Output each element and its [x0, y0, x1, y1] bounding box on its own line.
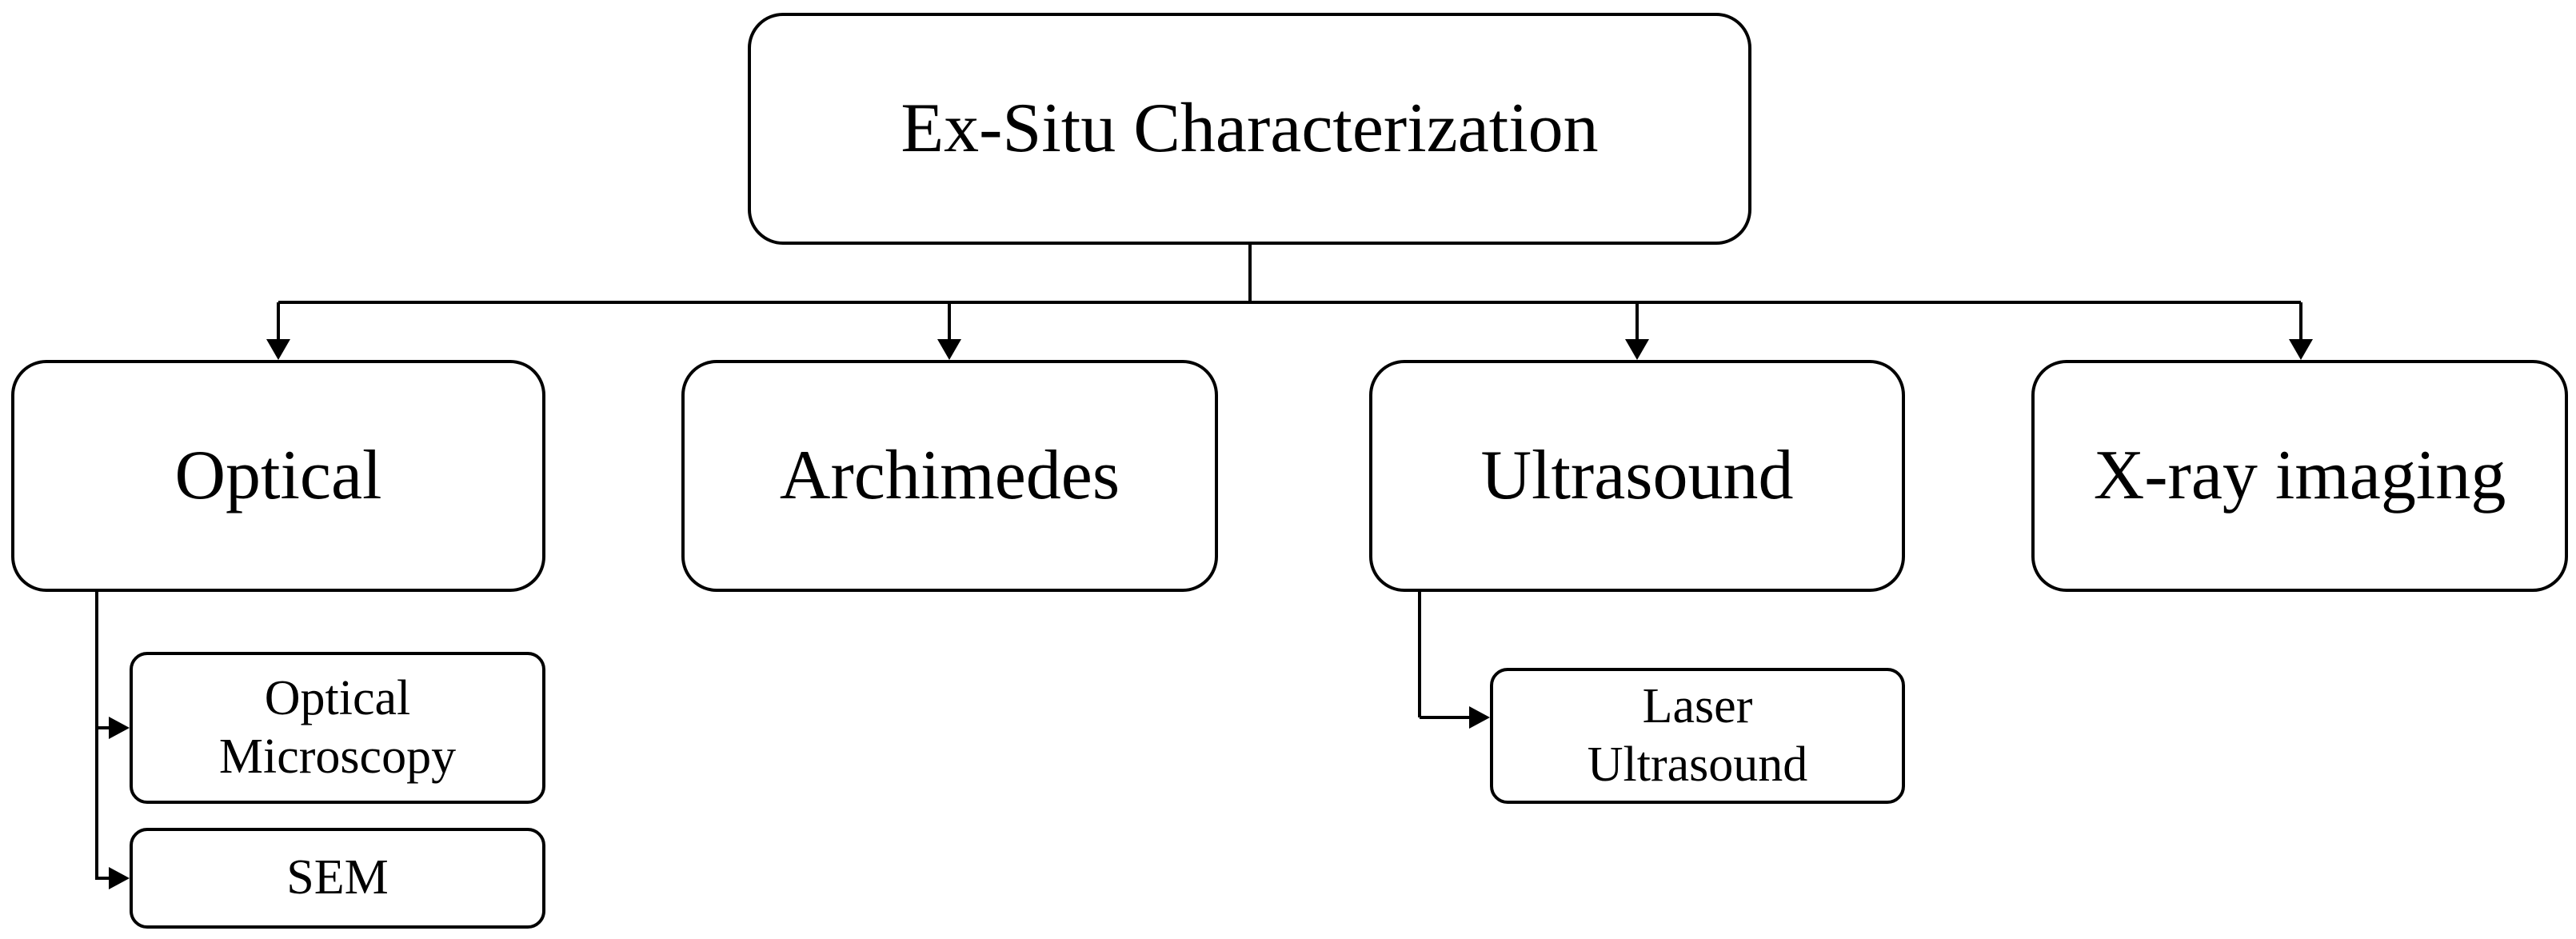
- subnode-label-sem: SEM: [286, 850, 389, 905]
- category-node-optical: Optical: [11, 360, 545, 592]
- root-node-ex-situ-characterization: Ex-Situ Characterization: [748, 13, 1751, 245]
- arrow-to-xray: [2289, 302, 2313, 360]
- arrow-to-optical: [266, 302, 290, 360]
- subnode-label-laser-ultrasound: Laser Ultrasound: [1587, 678, 1808, 792]
- subnode-label-optical-microscopy: Optical Microscopy: [218, 670, 457, 784]
- root-node-label: Ex-Situ Characterization: [901, 90, 1599, 168]
- subnode-laser-ultrasound: Laser Ultrasound: [1490, 668, 1905, 804]
- category-node-ultrasound: Ultrasound: [1369, 360, 1905, 592]
- subnode-optical-microscopy: Optical Microscopy: [130, 652, 545, 804]
- category-label-optical: Optical: [174, 437, 382, 515]
- category-node-xray-imaging: X-ray imaging: [2031, 360, 2568, 592]
- category-label-xray-imaging: X-ray imaging: [2093, 437, 2506, 515]
- arrow-to-optical-microscopy: [95, 592, 130, 880]
- category-node-archimedes: Archimedes: [681, 360, 1218, 592]
- subnode-sem: SEM: [130, 828, 545, 929]
- arrow-to-sem: [97, 867, 130, 889]
- arrow-to-archimedes: [937, 302, 961, 360]
- arrow-to-ultrasound: [1625, 302, 1649, 360]
- arrow-to-laser-ultrasound: [1418, 592, 1490, 729]
- category-label-ultrasound: Ultrasound: [1480, 437, 1794, 515]
- category-label-archimedes: Archimedes: [779, 437, 1120, 515]
